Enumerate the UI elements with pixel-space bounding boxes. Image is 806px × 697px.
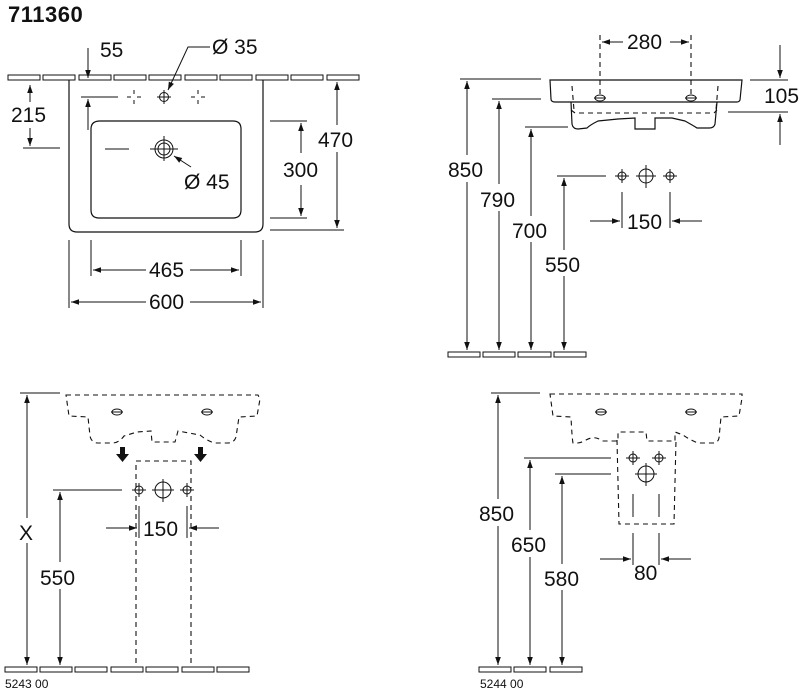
height-x-label: X bbox=[19, 522, 33, 545]
optional-tap-hole-left-icon bbox=[127, 90, 141, 104]
top-height-label: 850 bbox=[448, 159, 483, 182]
side-view: 280 105 850 790 700 550 bbox=[447, 31, 799, 358]
pedestal-view: 150 X 550 5243 00 bbox=[4, 392, 261, 691]
basin-dashed-outline bbox=[65, 394, 261, 444]
wall-strip bbox=[7, 74, 360, 81]
waste-hole-icon bbox=[150, 136, 178, 161]
semi-pedestal-dashed-outline bbox=[616, 439, 677, 525]
fixing-hole-right-icon bbox=[685, 94, 697, 102]
semi-basin-dashed-outline bbox=[549, 393, 743, 444]
down-arrow-right-icon bbox=[194, 447, 207, 462]
semi-top-height-label: 850 bbox=[479, 503, 514, 526]
basin-front-outline bbox=[549, 79, 743, 103]
bottom-height-label: 700 bbox=[512, 220, 547, 243]
pedestal-floor-strip bbox=[4, 666, 250, 673]
semi-waste-height-label: 580 bbox=[544, 568, 579, 591]
waste-hole-diameter-label: Ø 45 bbox=[184, 171, 230, 194]
bowl-width-label: 465 bbox=[149, 259, 184, 282]
supply-connection-icons bbox=[615, 165, 677, 188]
basin-outline bbox=[68, 80, 264, 233]
semi-supply-icons bbox=[626, 451, 666, 486]
semi-floor-strip bbox=[478, 666, 583, 673]
pedestal-supply-icons bbox=[132, 479, 194, 502]
product-number: 711360 bbox=[8, 2, 84, 27]
rim-height-label: 105 bbox=[764, 85, 799, 108]
tap-depth-label: 215 bbox=[11, 104, 46, 127]
total-width-label: 600 bbox=[149, 291, 184, 314]
tap-hole-diameter-label: Ø 35 bbox=[212, 36, 258, 59]
pedestal-supply-height-label: 550 bbox=[40, 567, 75, 590]
tap-offset-label: 55 bbox=[100, 39, 123, 62]
fixing-hole-left-icon bbox=[594, 94, 606, 102]
pedestal-part-number: 5243 00 bbox=[5, 677, 49, 691]
supply-height-label: 550 bbox=[545, 254, 580, 277]
fixing-spacing-label: 280 bbox=[627, 31, 662, 54]
bowl-depth-label: 300 bbox=[283, 159, 318, 182]
down-arrow-left-icon bbox=[116, 447, 129, 462]
supply-spacing-label: 150 bbox=[627, 211, 662, 234]
semi-spacing-label: 80 bbox=[634, 562, 657, 585]
total-depth-label: 470 bbox=[318, 129, 353, 152]
floor-strip bbox=[447, 351, 587, 358]
top-view: Ø 35 Ø 45 55 215 300 470 465 bbox=[7, 36, 360, 314]
rim-bottom-height-label: 790 bbox=[480, 189, 515, 212]
semi-pedestal-view: 80 850 650 580 5244 00 bbox=[478, 392, 743, 691]
pedestal-supply-spacing-label: 150 bbox=[143, 518, 178, 541]
bowl-outline bbox=[90, 120, 242, 219]
pedestal-dashed-outline bbox=[135, 460, 192, 668]
tap-hole-icon bbox=[157, 90, 171, 104]
optional-tap-hole-right-icon bbox=[191, 90, 205, 104]
semi-supply-height-label: 650 bbox=[511, 534, 546, 557]
semi-pedestal-part-number: 5244 00 bbox=[480, 677, 524, 691]
